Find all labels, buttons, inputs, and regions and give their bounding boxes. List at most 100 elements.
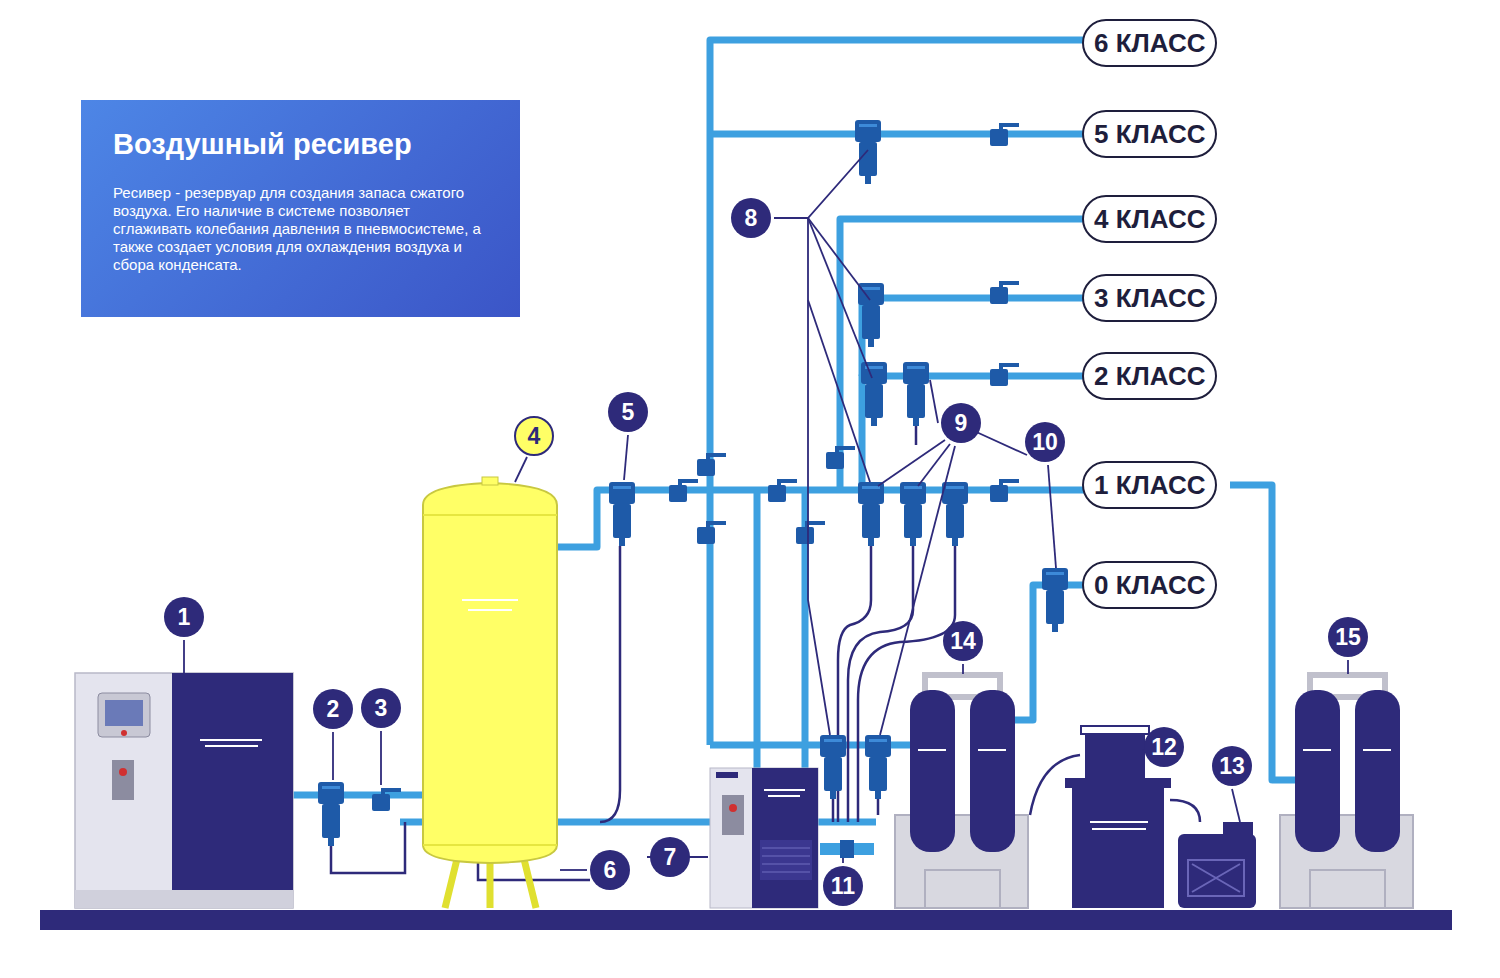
- condensate-valve: [820, 843, 840, 855]
- filters: [855, 120, 881, 184]
- class-label: 4 КЛАСС: [1082, 195, 1217, 243]
- adsorption-dryer-2: [1295, 690, 1340, 852]
- compressor: [105, 700, 143, 726]
- pipes: [710, 40, 1085, 745]
- filters: [903, 362, 929, 426]
- leader-lines: [1347, 660, 1349, 674]
- class-label: 0 КЛАСС: [1082, 561, 1217, 609]
- refrigerated-dryer: [729, 804, 737, 812]
- filter-valve-inlet: [318, 782, 401, 846]
- valves: [669, 123, 1019, 544]
- valves: [990, 123, 1019, 146]
- info-panel: Воздушный ресиверРесивер - резервуар для…: [81, 100, 520, 317]
- air-receiver: [423, 477, 557, 908]
- leader-lines: [515, 457, 527, 482]
- class-label: 5 КЛАСС: [1082, 110, 1217, 158]
- canister: [1223, 822, 1253, 836]
- callout-number: 13: [1212, 746, 1252, 786]
- leader-lines: [808, 218, 870, 300]
- refrigerated-dryer: [710, 768, 818, 908]
- valves: [768, 479, 797, 502]
- callout-number: 2: [313, 689, 353, 729]
- compressor: [121, 730, 127, 736]
- drain-lines: [877, 799, 880, 815]
- leader-lines: [930, 380, 938, 423]
- callout-number: 3: [361, 688, 401, 728]
- callout-number: 15: [1328, 617, 1368, 657]
- filters: [942, 482, 968, 546]
- class-name: 1 КЛАСС: [1094, 467, 1205, 503]
- leader-lines: [918, 444, 950, 486]
- leader-lines: [624, 435, 628, 480]
- callout-number: 7: [650, 837, 690, 877]
- class-name: 5 КЛАСС: [1094, 116, 1205, 152]
- callout-number: 4: [514, 416, 554, 456]
- valves: [990, 281, 1019, 304]
- class-name: 0 КЛАСС: [1094, 567, 1205, 603]
- refrigerated-dryer: [752, 768, 818, 908]
- callout-number: 5: [608, 392, 648, 432]
- filters: [1042, 568, 1068, 632]
- leader-lines: [880, 446, 955, 735]
- filters: [861, 362, 887, 426]
- callout-number: 8: [731, 198, 771, 238]
- canister: [1188, 860, 1244, 896]
- drain-lines: [600, 546, 620, 822]
- class-label: 6 КЛАСС: [1082, 19, 1217, 67]
- callout-number: 14: [943, 621, 983, 661]
- refrigerated-dryer: [710, 768, 818, 908]
- leader-lines: [332, 732, 334, 780]
- class-name: 2 КЛАСС: [1094, 358, 1205, 394]
- pipes: [862, 295, 1085, 302]
- callout-number: 6: [590, 850, 630, 890]
- pipes: [862, 376, 1085, 490]
- leader-lines: [808, 218, 830, 735]
- oil-separator: [1081, 726, 1149, 734]
- air-receiver: [462, 600, 518, 610]
- floor: [40, 910, 1452, 930]
- filter-valve-inlet: [372, 788, 401, 811]
- air-receiver: [423, 514, 557, 516]
- oil-separator: [1090, 822, 1148, 829]
- pipes: [292, 792, 422, 799]
- valves: [669, 479, 698, 502]
- compressor: [75, 673, 293, 908]
- filters: [858, 283, 884, 347]
- compressor: [119, 768, 127, 776]
- drain-lines: [1170, 800, 1200, 822]
- adsorption-dryer: [918, 749, 1006, 751]
- callout-number: 12: [1144, 727, 1184, 767]
- adsorption-dryer: [895, 675, 1028, 908]
- leader-lines: [1232, 789, 1240, 822]
- drain-lines: [331, 822, 405, 873]
- condensate-valve: [840, 840, 854, 858]
- canister: [1178, 834, 1256, 908]
- valves: [697, 453, 726, 476]
- condensate-valve: [854, 843, 874, 855]
- air-receiver: [482, 477, 498, 485]
- adsorption-dryer-2: [1303, 749, 1391, 751]
- leader-lines: [380, 731, 382, 785]
- valves: [796, 521, 825, 544]
- filters: [858, 482, 884, 546]
- refrigerated-dryer: [716, 772, 738, 778]
- class-name: 3 КЛАСС: [1094, 280, 1205, 316]
- class-label: 2 КЛАСС: [1082, 352, 1217, 400]
- callout-number: 11: [823, 866, 863, 906]
- adsorption-dryer: [910, 690, 955, 852]
- adsorption-dryer: [970, 690, 1015, 852]
- callout-number: 1: [164, 597, 204, 637]
- compressor: [75, 673, 293, 908]
- pipes: [754, 490, 761, 768]
- drain-lines: [838, 546, 871, 822]
- condensate-valve: [820, 840, 874, 858]
- canister: [1178, 822, 1256, 908]
- drain-lines: [832, 799, 835, 822]
- class-label: 3 КЛАСС: [1082, 274, 1217, 322]
- valves: [990, 479, 1019, 502]
- compressor: [112, 760, 134, 800]
- drain-lines: [915, 426, 918, 445]
- filters: [820, 735, 846, 799]
- leader-lines: [774, 150, 868, 218]
